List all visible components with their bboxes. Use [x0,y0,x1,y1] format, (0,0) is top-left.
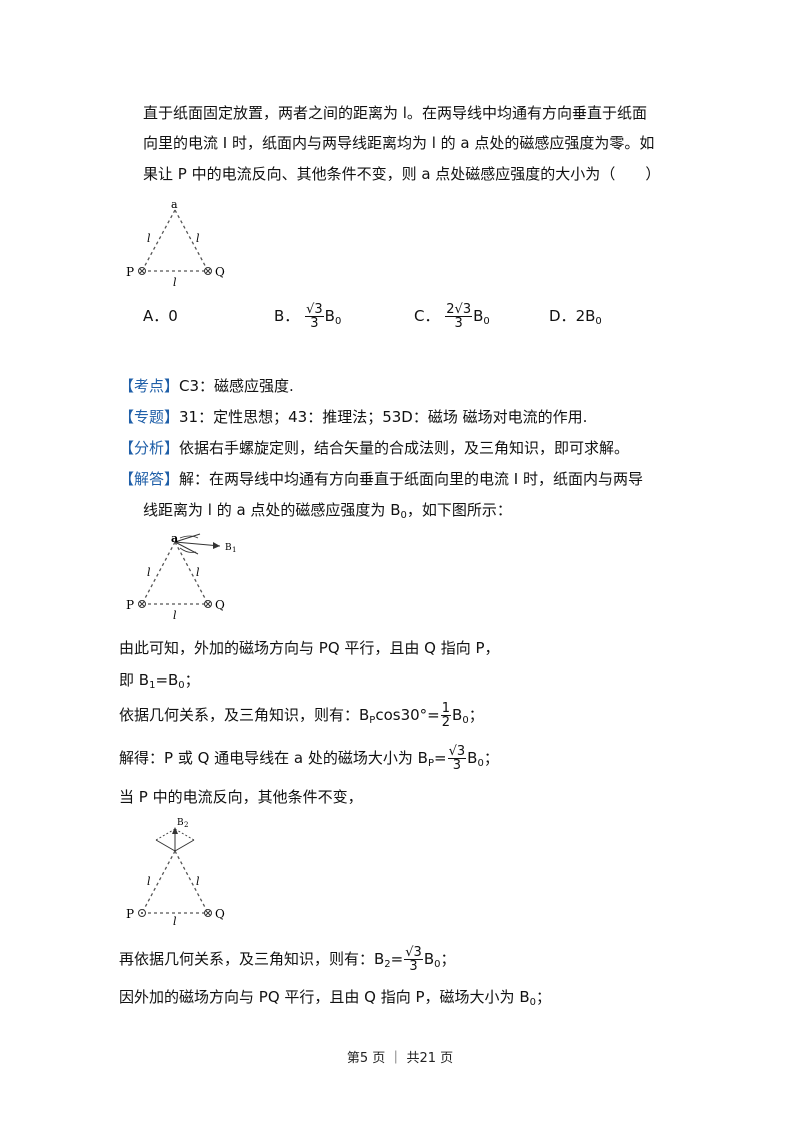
zhuanti: 【专题】31：定性思想；43：推理法；53D：磁场 磁场对电流的作用. [119,408,588,426]
option-a[interactable]: A．0 [143,307,178,325]
label-p: P [126,265,134,279]
svg-text:l: l [196,566,200,579]
body-p7: 因外加的磁场方向与 PQ 平行，且由 Q 指向 P，磁场大小为 B0； [119,988,551,1008]
svg-text:l: l [196,875,200,888]
svg-text:l: l [173,276,177,288]
label-q: Q [215,265,225,279]
svg-text:l: l [173,915,177,925]
svg-text:B: B [225,543,232,553]
svg-text:P: P [126,907,134,921]
svg-text:l: l [147,566,151,579]
triangle-figure-2: a B 1 P Q l l l [126,532,236,620]
jieda: 【解答】解：在两导线中均通有方向垂直于纸面向里的电流 I 时，纸面内与两导 [119,470,643,488]
triangle-figure-1: a P Q l l l [126,198,225,288]
fenxi: 【分析】依据右手螺旋定则，结合矢量的合成法则，及三角知识，即可求解。 [119,439,630,457]
svg-text:1: 1 [232,546,236,554]
question-line-2: 向里的电流 I 时，纸面内与两导线距离均为 l 的 a 点处的磁感应强度为零。如 [143,134,655,152]
label-a: a [171,198,178,211]
svg-text:Q: Q [215,598,225,612]
svg-text:Q: Q [215,907,225,921]
jieda-line-2: 线距离为 l 的 a 点处的磁感应强度为 B0，如下图所示： [143,501,512,521]
kaodian: 【考点】C3：磁感应强度. [119,377,294,395]
svg-text:a: a [171,532,178,545]
option-d[interactable]: D．2B0 [549,307,602,327]
question-line-3: 果让 P 中的电流反向、其他条件不变，则 a 点处磁感应强度的大小为（ ） [143,165,661,183]
body-p5: 当 P 中的电流反向，其他条件不变， [119,788,363,806]
svg-text:l: l [147,875,151,888]
svg-text:2: 2 [184,821,188,829]
triangle-figure-3: B 2 P Q l l l [126,818,225,925]
question-line-1: 直于纸面固定放置，两者之间的距离为 l。在两导线中均通有方向垂直于纸面 [143,104,647,122]
body-p2: 即 B1=B0； [119,671,200,691]
svg-text:l: l [173,609,177,620]
svg-text:B: B [177,818,184,828]
body-p1: 由此可知，外加的磁场方向与 PQ 平行，且由 Q 指向 P， [119,639,500,657]
svg-text:l: l [147,232,151,245]
svg-text:l: l [196,232,200,245]
page-footer: 第5 页 ｜ 共21 页 [346,1051,454,1066]
svg-text:P: P [126,598,134,612]
